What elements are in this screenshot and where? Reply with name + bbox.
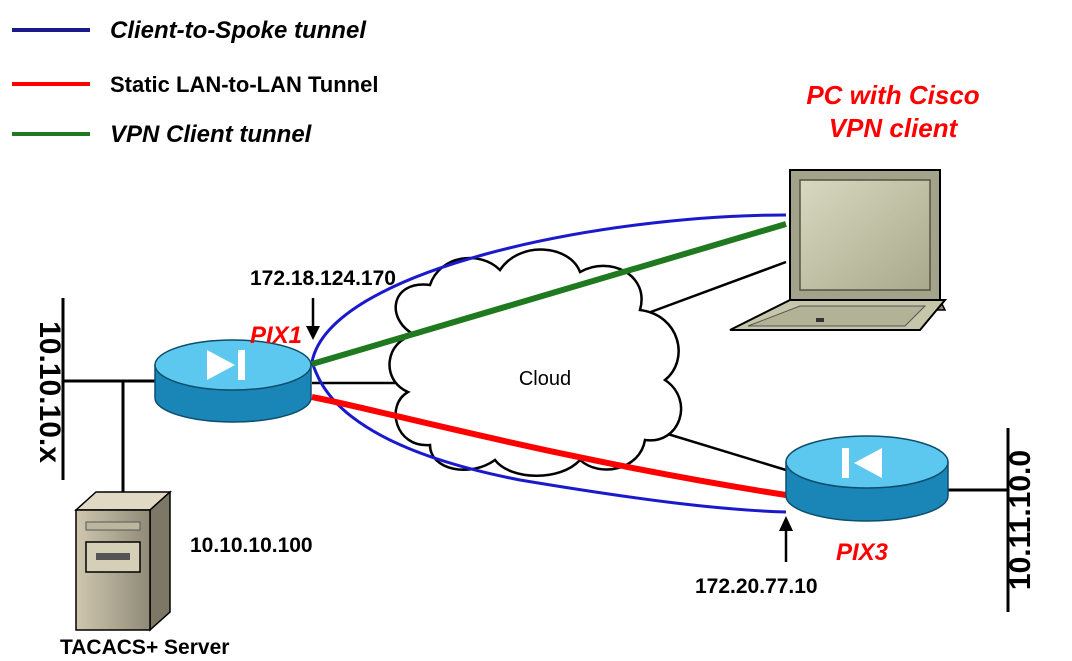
- pix1-bar-icon: [238, 350, 245, 380]
- pix3-ip-callout: 172.20.77.10: [695, 516, 818, 598]
- pix3-label: PIX3: [836, 539, 889, 566]
- pix3-device: PIX3: [785, 435, 949, 566]
- pix3-ip-label: 172.20.77.10: [695, 575, 818, 598]
- tunnels: [310, 213, 787, 514]
- cloud-label: Cloud: [519, 368, 571, 390]
- server-label: TACACS+ Server: [60, 636, 229, 659]
- laptop-led: [816, 318, 824, 322]
- pix3-ip-arrow-head: [779, 516, 793, 531]
- server-ip-label: 10.10.10.100: [190, 534, 313, 557]
- pc-label-line2: VPN client: [829, 113, 959, 143]
- vpn-client-tunnel: [311, 221, 787, 367]
- pix1-ip-label: 172.18.124.170: [250, 267, 396, 290]
- client-to-spoke-tunnel-to-pix3: [310, 361, 787, 514]
- static-lan-to-lan-tunnel: [311, 394, 787, 498]
- server-vent: [85, 521, 141, 531]
- pix1-device: PIX1: [154, 322, 312, 423]
- cloud-shape: [388, 248, 683, 477]
- server-side: [149, 490, 171, 632]
- lan-right: 10.11.10.0: [948, 428, 1037, 612]
- legend-label-static-lan-to-lan: Static LAN-to-LAN Tunnel: [110, 72, 378, 97]
- pix3-bar-icon: [842, 448, 849, 478]
- lan-left: 10.10.10.x: [33, 298, 160, 495]
- physical-links: [312, 260, 787, 472]
- legend-label-client-to-spoke: Client-to-Spoke tunnel: [110, 17, 367, 44]
- pc-label-line1: PC with Cisco: [806, 80, 979, 110]
- cloud-to-pix3-link: [647, 426, 787, 472]
- pix1-ip-callout: 172.18.124.170: [250, 267, 396, 340]
- pix3-arrow-icon: [854, 448, 882, 478]
- laptop-keyboard: [747, 305, 927, 327]
- cloud: Cloud: [388, 248, 683, 477]
- legend: Client-to-Spoke tunnel Static LAN-to-LAN…: [12, 17, 378, 148]
- client-to-spoke-tunnel-to-pc: [310, 213, 787, 363]
- pix1-label: PIX1: [250, 322, 302, 349]
- pc-laptop: PC with Cisco VPN client: [729, 80, 980, 331]
- pix1-ip-arrow-head: [306, 326, 320, 340]
- pix1-arrow-icon: [207, 350, 235, 380]
- cloud-to-pc-link: [647, 260, 787, 315]
- lan-right-label: 10.11.10.0: [1004, 450, 1037, 590]
- laptop-screen: [799, 179, 931, 291]
- server-drive-slot: [96, 553, 130, 560]
- tacacs-server: 10.10.10.100 TACACS+ Server: [60, 490, 313, 659]
- lan-left-label: 10.10.10.x: [33, 321, 66, 463]
- legend-label-vpn-client: VPN Client tunnel: [110, 121, 313, 148]
